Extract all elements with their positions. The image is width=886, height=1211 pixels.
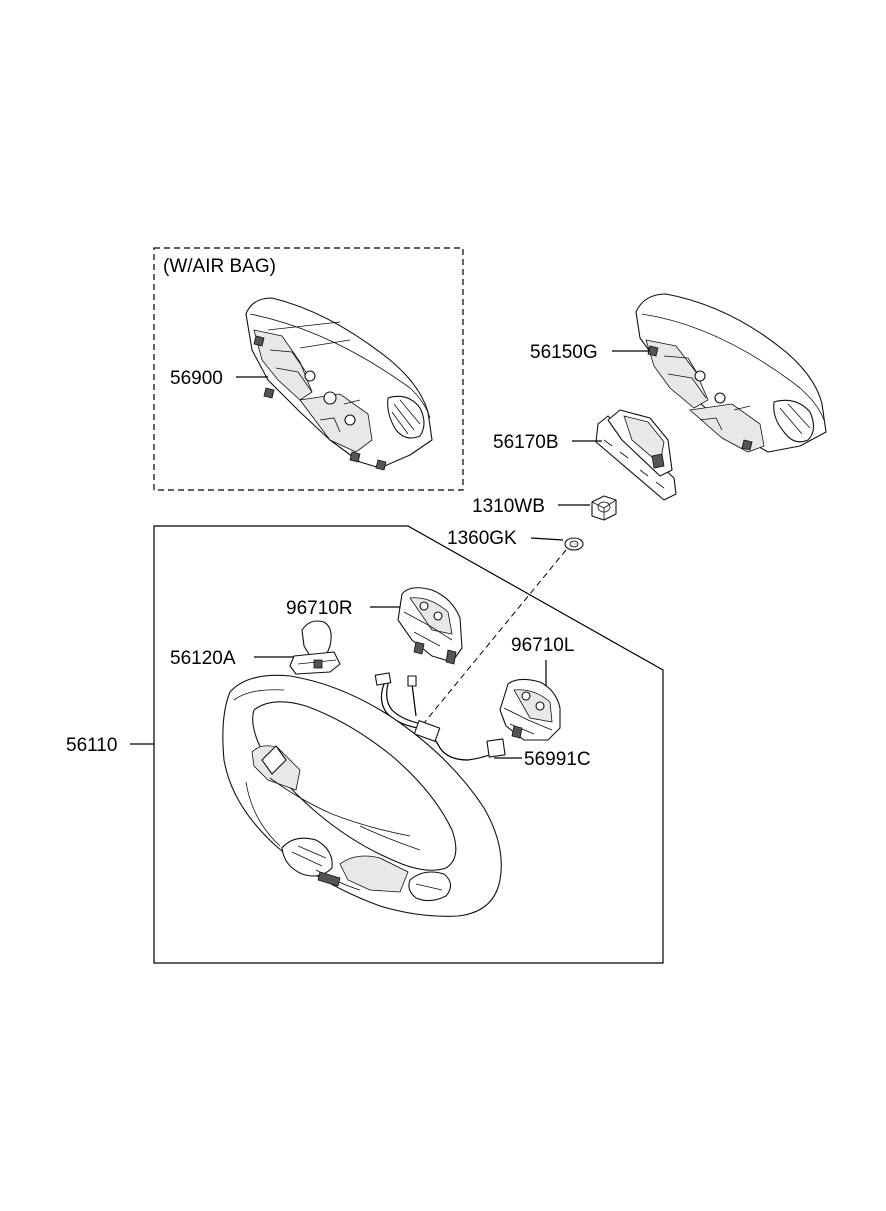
- airbag-box-title: (W/AIR BAG): [163, 256, 276, 277]
- nut-1310wb-drawing: [591, 495, 617, 521]
- switch-right-drawing: [397, 587, 463, 665]
- extension-wire-drawing: [374, 672, 506, 761]
- nut-1360gk-drawing: [564, 537, 584, 551]
- switch-right-group: 96710R: [286, 587, 463, 665]
- nut-1360gk-leader: [530, 537, 564, 541]
- center-axis-line: [345, 549, 567, 819]
- damper-drawing: [289, 620, 341, 675]
- callout-96710r: 96710R: [286, 598, 353, 619]
- callout-1310wb: 1310WB: [472, 496, 545, 517]
- horn-pad-drawing: [635, 293, 827, 453]
- bracket-drawing: [595, 409, 677, 501]
- callout-56150g: 56150G: [530, 342, 598, 363]
- callout-56170b: 56170B: [493, 432, 559, 453]
- airbag-dashed-box: [153, 247, 464, 491]
- steering-wheel-box-group: 56110: [66, 525, 664, 964]
- extension-wire-group: 56991C: [374, 672, 591, 770]
- callout-1360gk: 1360GK: [447, 528, 517, 549]
- callout-56991c: 56991C: [524, 749, 591, 770]
- steering-wheel-frame: [153, 525, 664, 964]
- airbag-module-drawing: [245, 297, 433, 471]
- damper-group: 56120A: [170, 620, 341, 675]
- steering-wheel-drawing: [222, 674, 502, 917]
- nut-1360gk-group: 1360GK: [447, 528, 584, 551]
- callout-56120a: 56120A: [170, 648, 236, 669]
- callout-56110: 56110: [66, 735, 117, 756]
- switch-left-group: 96710L: [499, 635, 574, 741]
- switch-left-drawing: [499, 678, 561, 741]
- airbag-option-group: (W/AIR BAG) 56900: [153, 247, 464, 491]
- bracket-group: 56170B: [493, 409, 677, 501]
- callout-96710l: 96710L: [511, 635, 574, 656]
- callout-56900: 56900: [170, 368, 223, 389]
- nut-1310wb-group: 1310WB: [472, 495, 617, 521]
- horn-pad-group: 56150G: [530, 293, 827, 453]
